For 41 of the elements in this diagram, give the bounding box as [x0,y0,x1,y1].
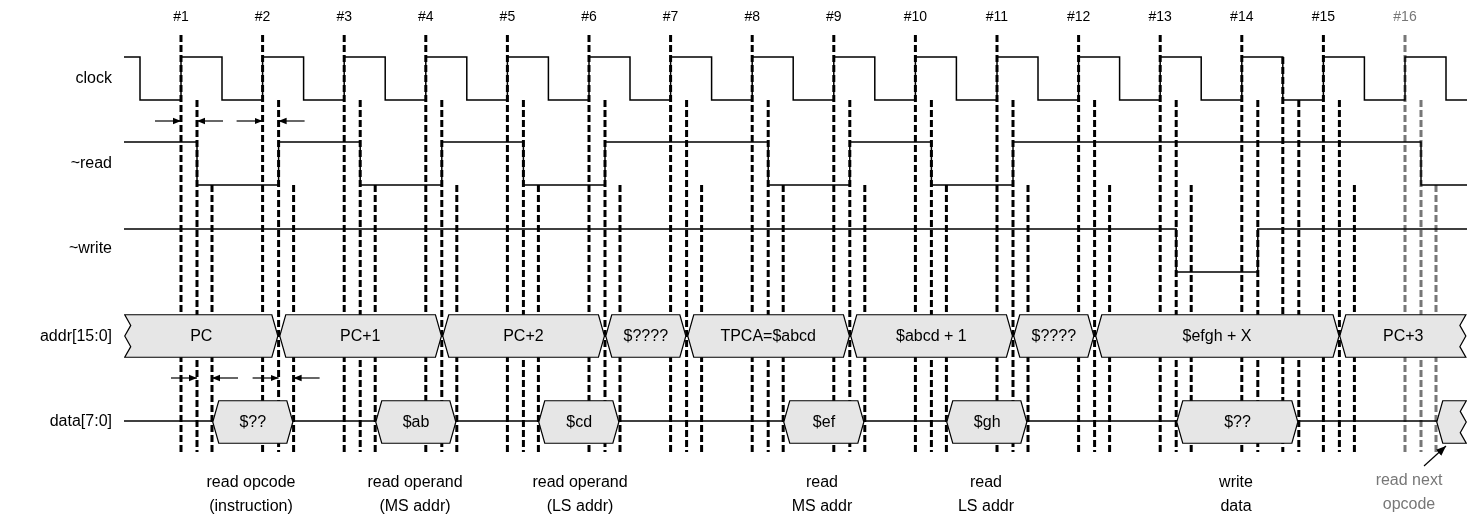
leader-line [1423,445,1447,467]
signal-name: ~read [70,153,112,173]
cycle-number: #16 [1392,8,1418,24]
cycle-number: #4 [417,8,435,24]
bus-value: $???? [1013,314,1095,358]
bus-segment [1436,400,1467,444]
bus-value: $ab [375,400,457,444]
cycle-number: #6 [580,8,598,24]
cycle-number: #15 [1310,8,1337,24]
cycle-number: #14 [1229,8,1255,24]
cycle-number: #3 [335,8,353,24]
phase-note: write data [1218,472,1254,516]
cycle-number: #8 [743,8,761,24]
cycle-number: #2 [253,8,272,24]
signal-name: ~write [68,238,112,258]
cycle-number: #12 [1065,8,1092,24]
signal-name: clock [75,68,112,88]
bus-value: $???? [605,314,687,358]
cycle-number: #7 [661,8,680,24]
cycle-number: #1 [172,8,190,24]
bus-value: PC [124,314,279,358]
phase-note: read operand (MS addr) [366,472,464,516]
bus-value: PC+3 [1339,314,1467,358]
bus-value: $cd [538,400,620,444]
bus-value: $?? [212,400,294,444]
cycle-number: #9 [825,8,843,24]
cycle-number: #13 [1147,8,1173,24]
bus-value: PC+1 [278,314,442,358]
signal-name: data[7:0] [49,411,112,431]
bus-value: $ef [783,400,865,444]
cycle-number: #11 [984,8,1010,24]
bus-value: $gh [946,400,1028,444]
phase-note: read LS addr [956,472,1015,516]
phase-note: read opcode (instruction) [205,472,297,516]
callout-text: read next opcode [1368,468,1450,516]
phase-note: read MS addr [790,472,854,516]
cycle-number: #5 [498,8,517,24]
cycle-number: #10 [902,8,929,24]
phase-note: read operand (LS addr) [531,472,629,516]
signal-name: addr[15:0] [39,326,112,346]
bus-value: $?? [1176,400,1299,444]
